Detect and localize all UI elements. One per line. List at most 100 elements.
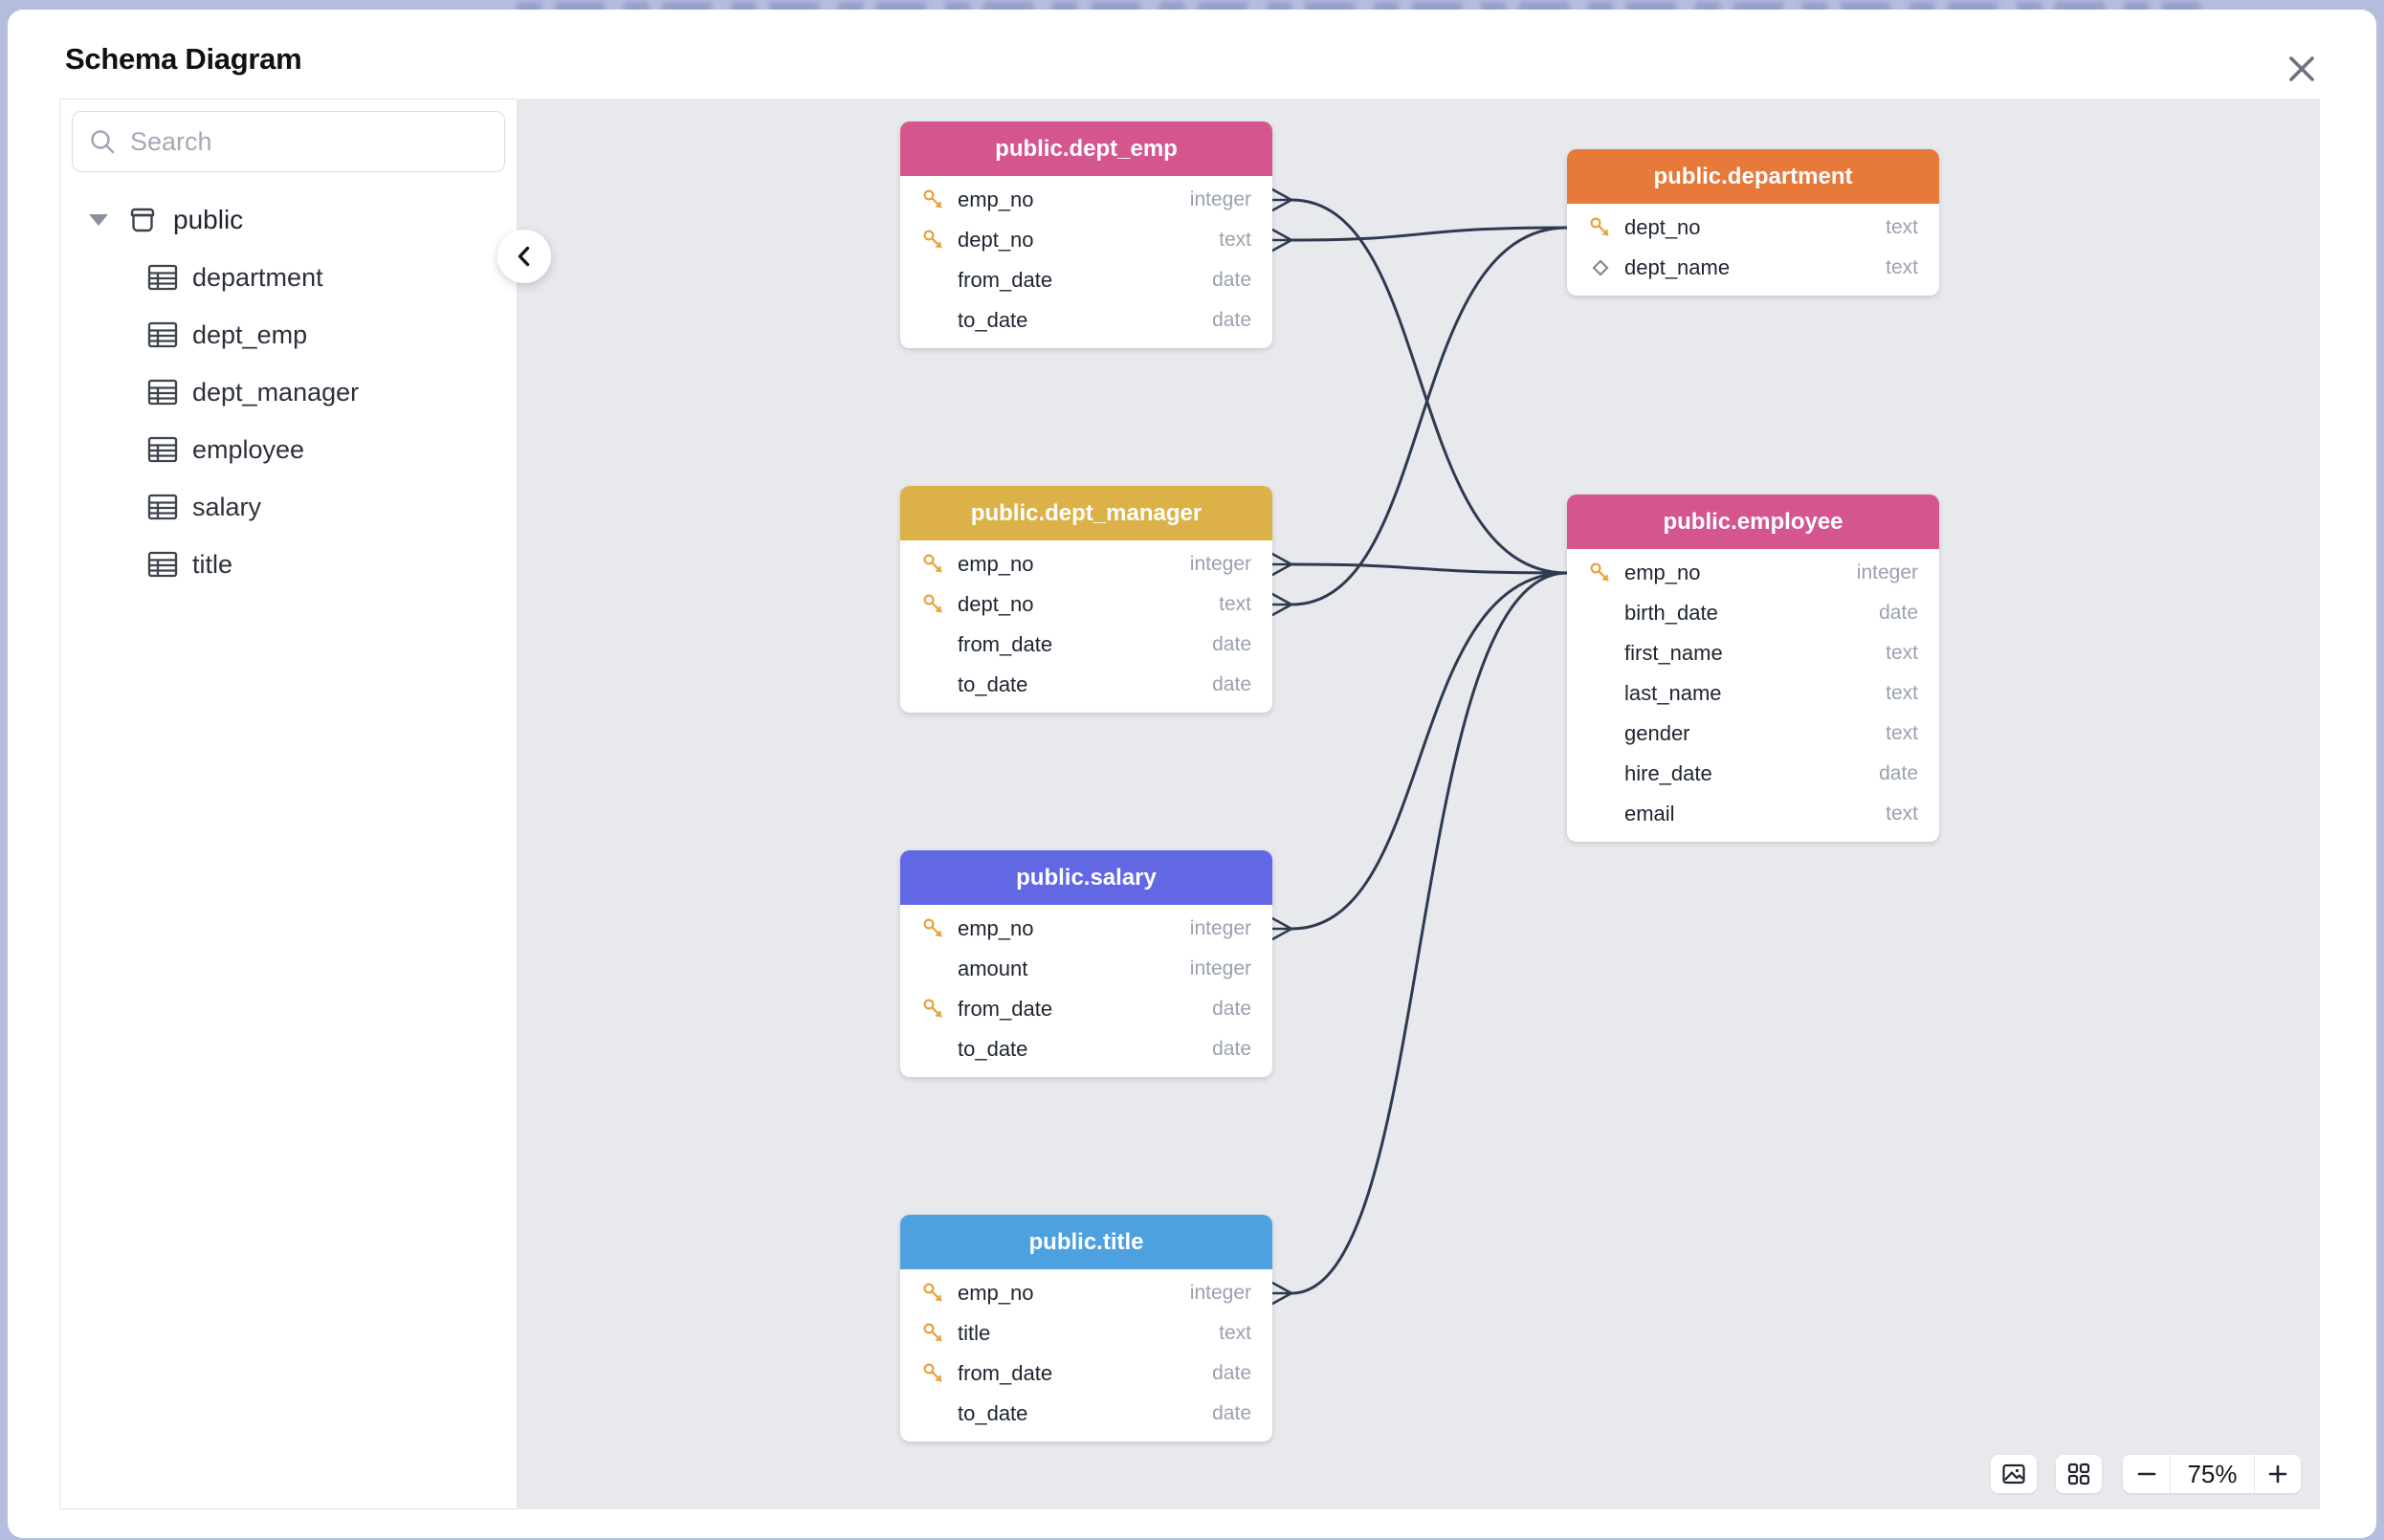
field-type: integer: [1189, 188, 1251, 210]
no-icon: [921, 1037, 946, 1062]
field-type: text: [1886, 216, 1918, 238]
table-icon: [146, 320, 179, 349]
field-type: integer: [1856, 561, 1918, 583]
tree-schema-label: public: [173, 205, 244, 234]
minus-icon: [2135, 1463, 2158, 1485]
field-type: text: [1886, 682, 1918, 704]
field-name: dept_name: [1624, 255, 1731, 279]
zoom-level: 75%: [2170, 1455, 2254, 1493]
no-icon: [1588, 601, 1613, 626]
sidebar-item-salary[interactable]: salary: [60, 478, 517, 536]
field-type: text: [1219, 1322, 1251, 1344]
relationship-line: [1290, 226, 1569, 606]
page-title: Schema Diagram: [65, 42, 302, 76]
field-name: emp_no: [958, 916, 1034, 940]
field-type: date: [1879, 602, 1918, 624]
tree-item-label: title: [192, 549, 233, 579]
table-icon: [146, 378, 179, 407]
field-name: emp_no: [1624, 561, 1701, 584]
field-row-dept_emp-from_date: from_date date: [900, 260, 1272, 300]
relationship-edges: [1270, 187, 1569, 1306]
search-icon: [88, 127, 117, 156]
zoom-in-button[interactable]: [2254, 1455, 2301, 1493]
table-header-salary[interactable]: public.salary: [900, 850, 1272, 905]
field-name: to_date: [958, 308, 1028, 332]
field-name: email: [1624, 802, 1675, 825]
table-icon: [146, 263, 179, 292]
relationship-line: [1290, 571, 1569, 931]
sidebar-item-dept_emp[interactable]: dept_emp: [60, 306, 517, 363]
sidebar-item-dept_manager[interactable]: dept_manager: [60, 363, 517, 421]
field-name: from_date: [958, 997, 1053, 1021]
no-icon: [921, 1401, 946, 1426]
field-type: date: [1212, 269, 1251, 291]
schema-icon: [125, 203, 160, 237]
table-header-title[interactable]: public.title: [900, 1215, 1272, 1269]
collapse-sidebar-button[interactable]: [497, 230, 551, 283]
tree-node-public-schema[interactable]: public: [60, 191, 517, 249]
no-icon: [1588, 802, 1613, 826]
sidebar-item-department[interactable]: department: [60, 249, 517, 306]
plus-icon: [2266, 1463, 2289, 1485]
field-name: title: [958, 1321, 991, 1345]
primary-key-icon: [921, 916, 946, 941]
no-icon: [1588, 721, 1613, 746]
no-icon: [921, 672, 946, 697]
field-type: date: [1212, 998, 1251, 1020]
field-row-employee-email: email text: [1567, 794, 1939, 834]
unique-diamond-icon: [1588, 255, 1613, 280]
field-name: dept_no: [958, 592, 1034, 616]
sidebar-item-title[interactable]: title: [60, 536, 517, 593]
crows-foot-marker: [1270, 592, 1293, 617]
primary-key-icon: [921, 1281, 946, 1306]
field-type: text: [1886, 803, 1918, 825]
table-header-department[interactable]: public.department: [1567, 149, 1939, 204]
chevron-left-icon: [512, 244, 537, 269]
grid-view-button[interactable]: [2056, 1455, 2102, 1493]
crows-foot-marker: [1270, 1281, 1293, 1306]
close-button[interactable]: [2279, 46, 2325, 92]
tree-item-label: dept_manager: [192, 377, 360, 407]
primary-key-icon: [921, 552, 946, 577]
table-header-dept_manager[interactable]: public.dept_manager: [900, 486, 1272, 540]
field-type: text: [1219, 229, 1251, 251]
table-header-employee[interactable]: public.employee: [1567, 495, 1939, 549]
zoom-out-button[interactable]: [2123, 1455, 2170, 1493]
no-icon: [921, 308, 946, 333]
primary-key-icon: [921, 1321, 946, 1346]
table-icon: [146, 550, 179, 579]
schema-diagram-modal: Schema Diagram p: [8, 10, 2376, 1538]
table-header-dept_emp[interactable]: public.dept_emp: [900, 121, 1272, 176]
no-icon: [1588, 761, 1613, 786]
field-name: from_date: [958, 268, 1053, 292]
table-icon: [146, 493, 179, 521]
export-image-button[interactable]: [1991, 1455, 2037, 1493]
relationship-line: [1290, 198, 1569, 575]
sidebar-item-employee[interactable]: employee: [60, 421, 517, 478]
search-input[interactable]: [130, 126, 489, 157]
field-name: to_date: [958, 672, 1028, 696]
field-row-salary-from_date: from_date date: [900, 989, 1272, 1029]
field-type: date: [1212, 1362, 1251, 1384]
